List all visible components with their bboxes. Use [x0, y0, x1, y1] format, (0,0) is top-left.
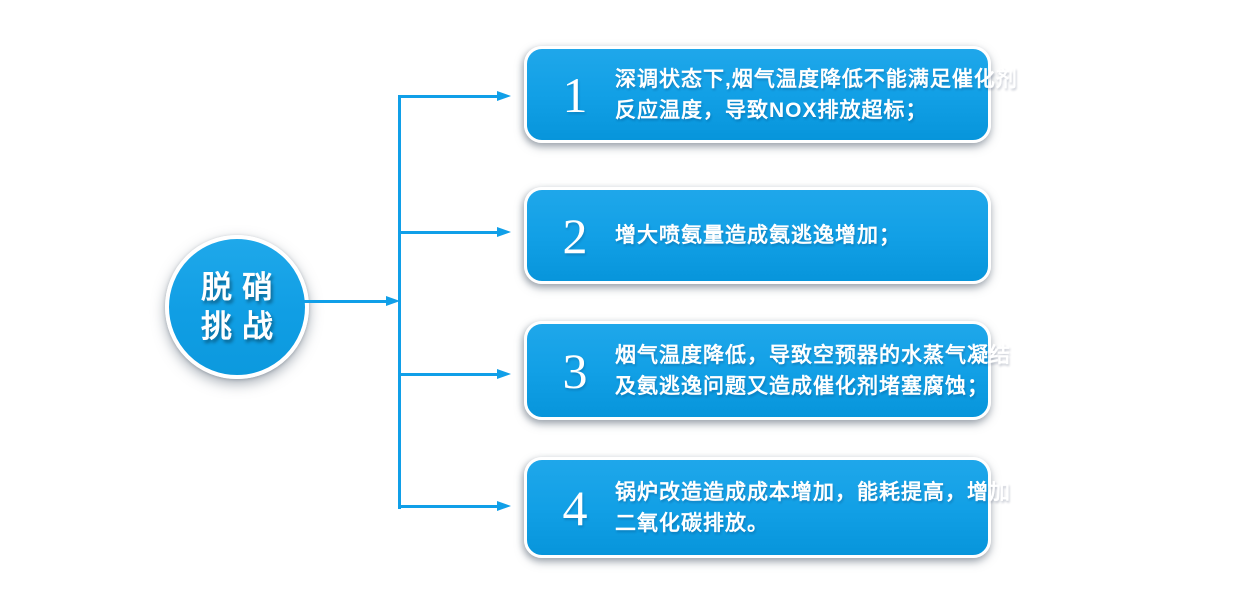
arrow-right-icon	[497, 369, 511, 379]
challenge-text-line: 增大喷氨量造成氨逃逸增加；	[615, 224, 901, 247]
challenge-box-4: 4 锅炉改造造成成本增加，能耗提高，增加 二氧化碳排放。	[524, 457, 1010, 558]
challenge-number: 1	[562, 66, 588, 123]
challenge-text-line: 锅炉改造造成成本增加，能耗提高，增加	[615, 480, 1011, 504]
challenge-number: 3	[562, 342, 588, 399]
arrow-right-icon	[497, 227, 511, 237]
connector-spine-line	[398, 95, 401, 509]
challenge-box-2: 2 增大喷氨量造成氨逃逸增加；	[524, 187, 991, 284]
challenge-number: 2	[562, 207, 588, 264]
challenge-text: 烟气温度降低，导致空预器的水蒸气凝结 及氨逃逸问题又造成催化剂堵塞腐蚀；	[615, 340, 1011, 402]
challenge-number: 4	[562, 479, 588, 536]
challenge-box-3: 3 烟气温度降低，导致空预器的水蒸气凝结 及氨逃逸问题又造成催化剂堵塞腐蚀；	[524, 321, 1010, 420]
challenge-box-1: 1 深调状态下,烟气温度降低不能满足催化剂 反应温度，导致NOX排放超标；	[524, 46, 1017, 143]
arrow-right-icon	[497, 501, 511, 511]
branch-line-3	[400, 373, 498, 376]
hub-connector-line	[301, 300, 387, 303]
branch-line-1	[400, 95, 498, 98]
challenge-text: 增大喷氨量造成氨逃逸增加；	[615, 220, 901, 251]
challenge-text-line: 反应温度，导致NOX排放超标；	[615, 98, 928, 122]
challenge-text: 锅炉改造造成成本增加，能耗提高，增加 二氧化碳排放。	[615, 477, 1011, 539]
challenge-text: 深调状态下,烟气温度降低不能满足催化剂 反应温度，导致NOX排放超标；	[615, 64, 1018, 126]
branch-line-4	[400, 505, 498, 508]
challenge-hub-node: 脱硝 挑战	[165, 235, 309, 379]
hub-title-line-2: 挑战	[201, 309, 283, 344]
challenge-text-line: 深调状态下,烟气温度降低不能满足催化剂	[615, 67, 1018, 91]
challenge-text-line: 及氨逃逸问题又造成催化剂堵塞腐蚀；	[615, 374, 989, 398]
hub-title-line-1: 脱硝	[201, 270, 283, 305]
arrow-right-icon	[386, 296, 400, 306]
challenge-text-line: 二氧化碳排放。	[615, 511, 769, 535]
challenge-text-line: 烟气温度降低，导致空预器的水蒸气凝结	[615, 343, 1011, 367]
branch-line-2	[400, 231, 498, 234]
arrow-right-icon	[497, 91, 511, 101]
